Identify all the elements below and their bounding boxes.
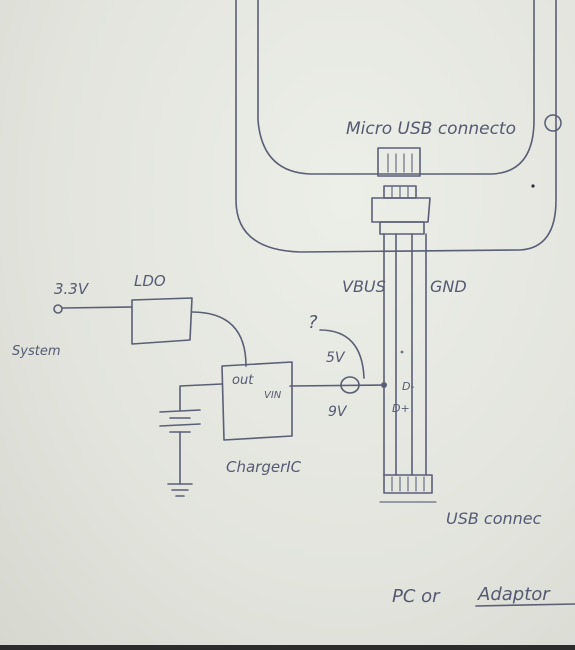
usb-connector-label: USB connec xyxy=(446,509,542,528)
system-terminal xyxy=(53,304,63,314)
charger-ic-box xyxy=(221,361,293,441)
question-arrow xyxy=(319,329,365,379)
micro-usb-plug-neck xyxy=(379,221,425,235)
adaptor-underline xyxy=(475,603,575,607)
ldo-label: LDO xyxy=(134,272,166,290)
vbus-to-charger-wire xyxy=(289,384,385,387)
system-label: System xyxy=(12,344,60,359)
charger-to-ldo-wire xyxy=(191,311,247,367)
v5-label: 5V xyxy=(326,350,346,366)
usb-connector xyxy=(383,474,433,494)
battery-plate-1 xyxy=(159,409,201,413)
ldo-box xyxy=(131,297,193,345)
charger-ic-label: ChargerIC xyxy=(226,458,302,476)
charger-out-label: out xyxy=(232,373,254,388)
phone-button xyxy=(544,114,562,132)
dminus-label: D- xyxy=(402,380,414,393)
v9-label: 9V xyxy=(328,404,348,420)
photo-bottom-edge xyxy=(0,645,575,650)
gnd-label: GND xyxy=(430,277,467,296)
micro-usb-label: Micro USB connecto xyxy=(346,119,516,139)
micro-usb-plug-body xyxy=(371,197,431,223)
v33-label: 3.3V xyxy=(54,280,90,298)
ldo-to-system-wire xyxy=(61,306,133,309)
micro-usb-port xyxy=(377,147,421,177)
charger-to-battery-wire xyxy=(179,383,223,411)
dplus-label: D+ xyxy=(392,402,410,415)
charger-vin-label: VIN xyxy=(264,390,282,401)
pc-or-label: PC or xyxy=(392,586,441,607)
vbus-label: VBUS xyxy=(342,277,386,296)
voltage-select-circle xyxy=(340,376,360,394)
adaptor-label: Adaptor xyxy=(477,584,551,605)
phone-outline xyxy=(235,0,557,253)
battery-plate-3 xyxy=(159,423,201,427)
question-mark: ? xyxy=(308,312,318,333)
phone-screen-outline xyxy=(257,0,535,175)
